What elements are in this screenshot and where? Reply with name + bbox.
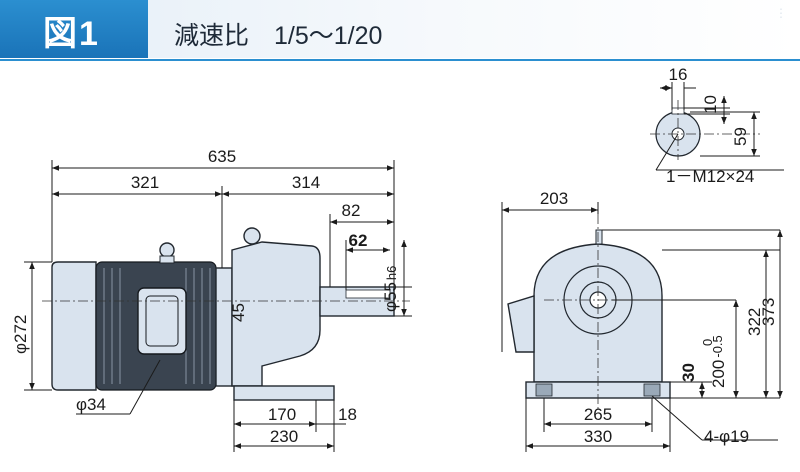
figure-badge: 図1 <box>0 0 148 58</box>
dim-detail-59: 59 <box>731 127 750 146</box>
dim-gear-length: 314 <box>292 173 320 192</box>
terminal-box <box>137 287 187 355</box>
reduction-ratio-title: 減速比 1/5～1/20 <box>174 22 383 50</box>
dim-key-62: 62 <box>349 231 368 250</box>
corner-mark: ⋮ <box>775 6 787 20</box>
figure-number: 図1 <box>43 15 100 53</box>
detail-tap-thread: 1－M12×24 <box>666 167 754 186</box>
dim-motor-diameter: φ272 <box>11 315 30 354</box>
dim-conduit-diameter: φ34 <box>76 395 106 414</box>
figure-header: 図1 減速比 1/5～1/20 ⋮ <box>0 0 800 58</box>
dim-shaft-diameter: φ55h6 <box>381 266 400 312</box>
dim-base-170: 170 <box>268 405 296 424</box>
dim-detail-16: 16 <box>669 65 688 84</box>
dim-detail-10: 10 <box>701 95 720 114</box>
motor-end-cap <box>51 261 97 391</box>
dim-373: 373 <box>759 298 778 326</box>
dim-203: 203 <box>540 189 568 208</box>
side-view: 635 321 314 82 62 φ55h6 φ272 45 φ34 <box>11 147 412 452</box>
dim-30: 30 <box>679 363 698 382</box>
dim-base-18: 18 <box>338 405 357 424</box>
gear-housing <box>231 241 321 387</box>
dim-base-230: 230 <box>270 427 298 446</box>
motor-lifting-eye <box>159 242 175 258</box>
gear-base <box>233 385 335 401</box>
gear-lifting-eye <box>243 227 261 245</box>
motor-flange <box>215 267 233 387</box>
header-rule <box>0 59 800 61</box>
dim-330: 330 <box>584 427 612 446</box>
dim-265: 265 <box>584 405 612 424</box>
front-view: 203 322 373 200-0.5 0 30 265 330 4-φ19 <box>501 189 783 452</box>
motor-fins <box>103 268 211 384</box>
dim-shaft-82: 82 <box>342 201 361 220</box>
dim-322: 322 <box>745 308 764 336</box>
dim-overall-length: 635 <box>208 147 236 166</box>
front-motor-stub <box>507 295 535 353</box>
dim-mounting-holes: 4-φ19 <box>704 427 749 446</box>
dim-motor-length: 321 <box>131 173 159 192</box>
dim-45: 45 <box>229 303 248 322</box>
shaft-end-detail: 16 10 59 1－M12×24 <box>650 65 784 186</box>
dim-shaft-height-tol-upper: 0 <box>700 339 715 346</box>
dim-shaft-height: 200-0.5 <box>709 335 728 388</box>
